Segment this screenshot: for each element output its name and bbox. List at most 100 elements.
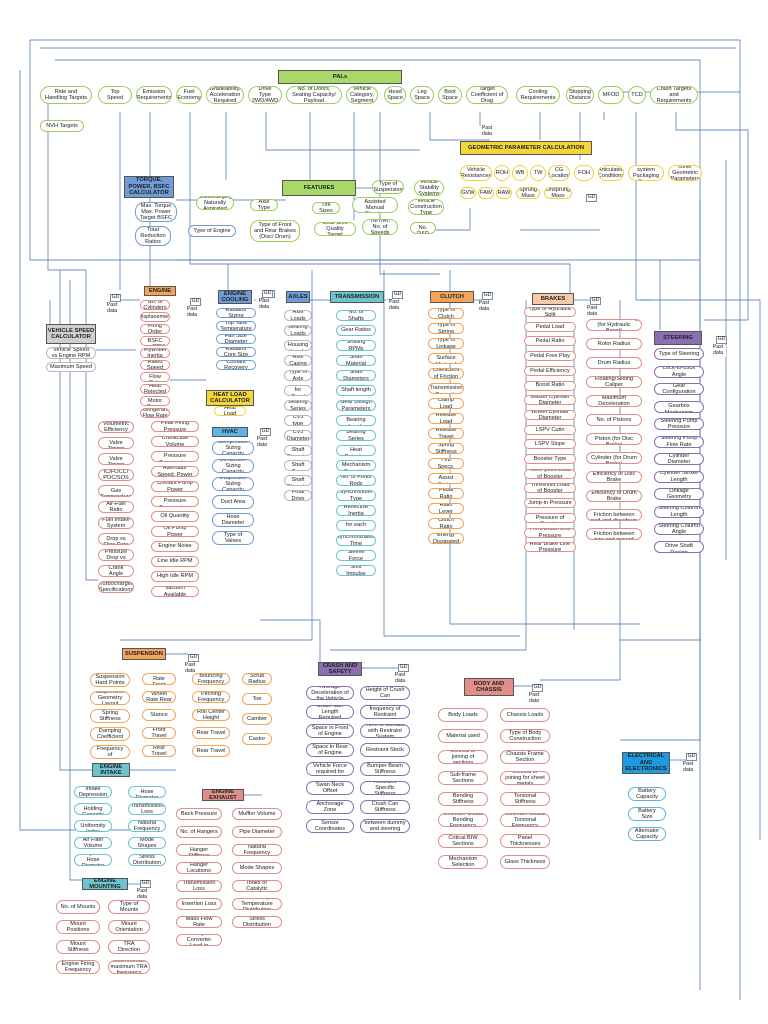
node-trans_items-5: Shaft length xyxy=(336,385,376,396)
node-body_c1-5: Minimum Global Bending Frequency xyxy=(438,813,488,827)
node-cool_items-2: Fan Size Diameter xyxy=(216,334,256,344)
node-susp_c2-2: Stance xyxy=(142,709,176,721)
node-body_c2-5: Minimum Global Torsional Frequency xyxy=(500,813,550,827)
node-brake_left-8: LSPV Cutin xyxy=(524,424,576,435)
node-trans_items-13: Reflective Inertia xyxy=(336,505,376,516)
node-exh_c2-5: Exhaust Pipe Temperature Distribution xyxy=(232,898,282,910)
connector-line-37 xyxy=(120,270,313,641)
pals-item-0: Ride and Handling Targets xyxy=(40,86,92,104)
header-engine_mounting: ENGINE MOUNTING xyxy=(82,878,128,890)
node-intake_c1-1: Dust Holding Capacity xyxy=(74,803,112,815)
node-exh_c2-1: Pipe Diameter xyxy=(232,826,282,838)
node-eng_mid-10: High Idle RPM xyxy=(151,571,199,582)
node-body_c2-4: Torsional Stiffness xyxy=(500,792,550,806)
past-data-label-geo: Past data xyxy=(478,125,496,138)
node-crash_c2-4: Bumper Beam Stiffness xyxy=(360,762,410,776)
node-elec_items-1: Battery Size xyxy=(628,807,666,821)
node-clutch_items-12: Pedal Ratio xyxy=(428,488,464,499)
node-mount_c1-3: Engine Firing Frequency xyxy=(56,960,100,974)
node-steer_items-9: Steering Column Length xyxy=(654,505,704,518)
pals-item-7: Vehicle Category, Segment xyxy=(346,86,378,104)
node-susp_c1-4: Natural Frequency of Suspension xyxy=(90,745,130,759)
node-axle_items-12: Final Drive xyxy=(284,490,312,501)
feat-item-8: Gear Shift Quality Target xyxy=(314,222,356,236)
connector-line-21 xyxy=(675,112,749,321)
node-hvac_items-3: Duct Area xyxy=(212,495,254,509)
node-brake_right-4: Maximum Deceleration xyxy=(586,395,642,407)
node-brake_right-0: Accumulator Sizing (for Hydraulic Boost) xyxy=(586,319,642,331)
header-axles: AXLES xyxy=(286,291,310,303)
node-clutch_items-3: Friction Surface Material xyxy=(428,353,464,364)
node-body_c1-6: Critical BIW Sections xyxy=(438,834,488,848)
node-clutch_items-2: Type of Linkage xyxy=(428,338,464,349)
node-brake_left-10: Booster Type xyxy=(524,454,576,464)
node-trans_items-16: Sleeve Force xyxy=(336,550,376,561)
node-body_c2-0: Chassis Loads xyxy=(500,708,550,722)
connector-line-11 xyxy=(265,112,420,151)
header-heat_load: HEAT LOAD CALCULATOR xyxy=(206,390,254,406)
pals-item-8: Head Space xyxy=(384,86,406,104)
node-exh_c1-7: Catalytic Converter Load-in xyxy=(176,934,222,946)
header-engine_intake: ENGINE INTAKE xyxy=(92,763,130,777)
node-exh_c1-4: Transmission Loss xyxy=(176,880,222,892)
feat-item-6: Vehicle Construction Type xyxy=(408,199,444,215)
past-data-label: Past data xyxy=(104,302,120,315)
pals-item-3: Fuel Economy xyxy=(176,86,202,104)
node-eng_mid-0: Peak Firing Pressure xyxy=(151,421,199,432)
node-elec_items-2: Alternator Capacity xyxy=(628,827,666,841)
node-brake_right-11: Coefficient of Friction between tyre and… xyxy=(586,528,642,540)
node-intake_c2-1: Transmission Loss xyxy=(128,803,166,815)
connector-line-14 xyxy=(379,112,440,275)
connector-line-42 xyxy=(540,300,621,681)
feat-item-10: DVD/ No. D&R xyxy=(410,222,436,234)
node-body_c1-1: Material used xyxy=(438,729,488,743)
node-eng_mid-5: Max. Oil Pressure Temperature xyxy=(151,496,199,507)
vs-item-0: Vehicle Speed vs Engine RPM xyxy=(46,347,96,359)
pals-item-14: MFOD xyxy=(598,86,624,104)
node-body_c2-2: Chassis Frame Section xyxy=(500,750,550,764)
pals-item-5: Drive Type 2WD/4WD xyxy=(248,86,282,104)
node-axle_items-4: Type of Axle xyxy=(284,370,312,381)
node-steer_items-10: Steering Column Angle xyxy=(654,523,704,535)
node-steer_items-6: Cylinder Diameter xyxy=(654,453,704,465)
pals-item-9: Leg Space xyxy=(410,86,434,104)
torque-item-0: Max. Torque Max. Power Target BSFC xyxy=(135,202,177,222)
connector-line-5 xyxy=(47,96,86,271)
geo-item-12: Sprung Mass xyxy=(516,187,540,199)
node-intake_c2-4: Stress Distribution xyxy=(128,854,166,866)
node-trans_items-8: Bearing Series xyxy=(336,430,376,441)
node-crash_c1-5: Swan Neck Offset xyxy=(306,781,354,795)
past-data-label: Past data xyxy=(392,672,408,685)
past-data-label: Past data xyxy=(182,662,198,675)
header-electrical: ELECTRICAL AND ELECTRONICS xyxy=(622,752,670,774)
node-trans_items-14: Cone torque for each gear xyxy=(336,520,376,531)
node-axle_items-9: Drive Shaft Diameter xyxy=(284,445,312,456)
connector-line-38 xyxy=(383,270,520,637)
node-eng_left-4: Exhaust Gas Temperature xyxy=(98,485,134,497)
node-exh_c2-4: Flow Uniformity Index of Catalytic Conve… xyxy=(232,880,282,892)
node-crash_c2-5: Restraint Specific Stiffness xyxy=(360,781,410,795)
node-body_c1-4: Bending Stiffness xyxy=(438,792,488,806)
header-suspension: SUSPENSION xyxy=(122,648,166,660)
connector-line-6 xyxy=(85,270,98,581)
node-exh_c1-2: Rubber Hanger Stiffness xyxy=(176,844,222,856)
node-body_c2-6: Panel Thicknesses xyxy=(500,834,550,848)
node-mount_c2-2: TRA Direction xyxy=(108,940,150,954)
node-eng_left-1: Intake Valve Timing xyxy=(98,437,134,449)
node-trans_items-7: Shaft Bearing Loads xyxy=(336,415,376,426)
node-brake_left-14: Knee-point Pressure of Booster xyxy=(524,512,576,523)
node-hvac_items-1: Condenser Sizing Capacity xyxy=(212,459,254,473)
node-clutch_items-8: Release Travel xyxy=(428,428,464,439)
node-steer_items-8: Linkage Geometry xyxy=(654,488,704,500)
header-steering: STEERING xyxy=(654,331,702,345)
node-cool_items-0: Radiator Sizing xyxy=(216,308,256,318)
pals-item-4: Gradeability, Acceleration Required xyxy=(206,86,244,104)
past-data-label: Past data xyxy=(476,300,492,313)
node-exh_c1-0: Back Pressure xyxy=(176,808,222,820)
node-brake_right-3: Floating/Sliding Caliper xyxy=(586,376,642,388)
pals-item-12: Cooling Requirements xyxy=(516,86,560,104)
geo-item-0: Vehicle Resistances xyxy=(460,165,492,181)
node-steer_items-4: Steering Pump Pressure xyxy=(654,418,704,430)
node-brake_right-1: Rotor Radius xyxy=(586,338,642,350)
node-mount_c1-0: No. of Mounts xyxy=(56,900,100,914)
